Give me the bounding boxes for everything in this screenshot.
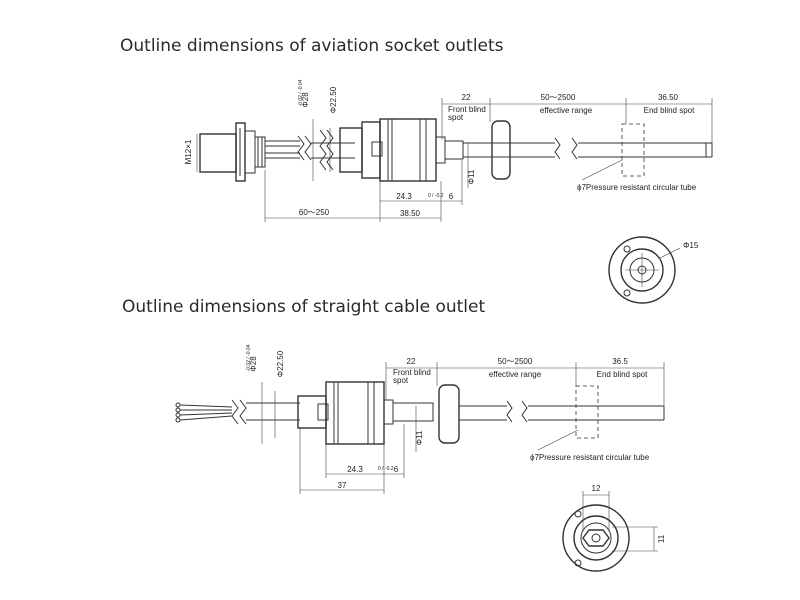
straight-cable [175,399,300,425]
end-length: 36.50 [658,93,679,102]
dia28-label: Φ28 [249,356,258,372]
straight-end-view [562,491,658,572]
aviation-sensor-head [339,118,464,182]
hex-height: 11 [657,534,666,543]
aviation-dimensions [196,98,713,222]
gap-length: 6 [394,465,399,474]
dia11-label: Φ11 [415,430,424,445]
front-label-2: spot [448,113,464,122]
body-tolerance: 0 / -0.2 [378,466,394,472]
dia22-label: Φ22.50 [329,86,338,113]
front-length: 22 [462,93,471,102]
dia11-label: Φ11 [467,169,476,184]
straight-dimensions [261,362,665,494]
straight-outlet-title: Outline dimensions of straight cable out… [122,297,486,317]
dia22-label: Φ22.50 [276,350,285,377]
straight-sensor-head [297,381,434,445]
straight-probe-tube [438,384,665,444]
end-label: End blind spot [597,370,648,379]
aviation-probe-tube [463,120,713,180]
body-length: 24.3 [396,192,412,201]
aviation-cable [265,129,355,171]
dia28-tolerance: -0.02 / -0.04 [298,79,304,106]
tube-label: ϕ7Pressure resistant circular tube [577,183,697,192]
head-length: 38.50 [400,209,421,218]
aviation-end-view [608,236,681,304]
dia28-tolerance: -0.02 / -0.04 [246,344,252,371]
end-length: 36.5 [612,357,628,366]
end-diameter: Φ15 [683,241,699,250]
tube-label: ϕ7Pressure resistant circular tube [530,453,650,462]
front-label-1: Front blind [448,105,486,114]
cable-length: 60～250 [299,208,330,217]
aviation-outlet-title: Outline dimensions of aviation socket ou… [120,36,504,56]
aviation-connector [199,122,266,182]
effective-length: 50～2500 [541,93,576,102]
front-label-1: Front blind [393,368,431,377]
dia28-label: Φ28 [301,92,310,108]
head-length: 37 [338,481,347,490]
gap-length: 6 [449,192,454,201]
thread-label: M12×1 [184,139,193,164]
effective-label: effective range [489,370,542,379]
hex-width: 12 [592,484,601,493]
body-length: 24.3 [347,465,363,474]
front-label-2: spot [393,376,409,385]
front-length: 22 [407,357,416,366]
effective-label: effective range [540,106,593,115]
body-tolerance: 0 / -0.2 [428,193,444,199]
end-label: End blind spot [644,106,695,115]
effective-length: 50～2500 [498,357,533,366]
